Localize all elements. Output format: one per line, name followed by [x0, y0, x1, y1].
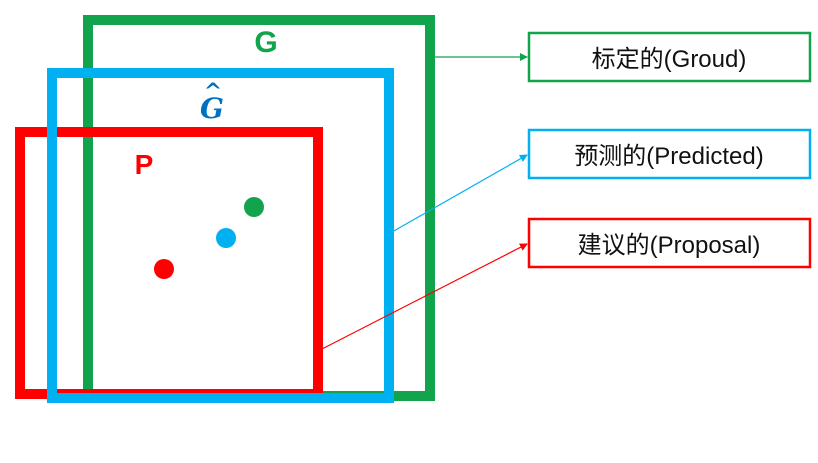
legend-proposal-text: 建议的(Proposal) — [578, 232, 761, 259]
predicted-center-point — [216, 228, 236, 248]
predicted-box — [47, 68, 394, 403]
legend-ground-box — [527, 31, 812, 83]
proposal-box-letter: P — [135, 149, 154, 180]
legend-predicted-text: 预测的(Predicted) — [574, 143, 763, 170]
legend-ground-text: 标定的(Groud) — [592, 46, 747, 73]
legend-proposal-box — [527, 217, 812, 269]
proposal-connector-arrow — [319, 243, 528, 351]
predicted-box-letter: G — [200, 92, 224, 125]
ground-center-point — [244, 197, 264, 217]
predicted-connector-arrow — [391, 154, 528, 233]
proposal-center-point — [154, 259, 174, 279]
ground-box-letter: G — [254, 26, 277, 59]
legend-predicted-box — [527, 128, 812, 180]
predicted-box-hat: ^ — [204, 79, 222, 105]
